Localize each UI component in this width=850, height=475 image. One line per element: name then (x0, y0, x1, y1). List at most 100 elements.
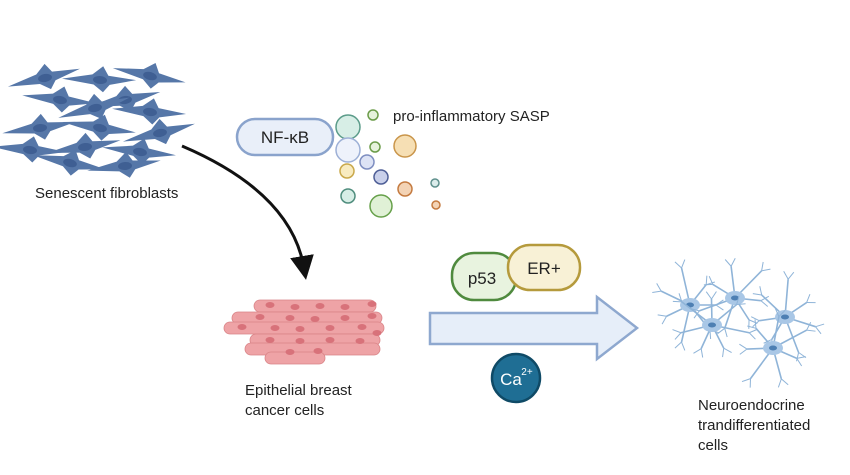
sasp-particle (335, 114, 361, 140)
epithelial-cell-row (264, 351, 326, 365)
epithelial-nucleus (255, 314, 265, 320)
dendrite-branch (748, 319, 758, 324)
epithelial-nucleus (340, 315, 350, 321)
epithelial-nucleus (310, 316, 320, 322)
dendrite-branch (715, 304, 724, 311)
dendrite-branch (761, 261, 764, 271)
neuroendocrine-cell (739, 308, 816, 388)
dendrite-branch (700, 348, 704, 358)
sasp-particle (335, 137, 361, 163)
dendrite-branch (774, 308, 780, 317)
dendrite-branch (806, 293, 811, 303)
sasp-particle (393, 134, 417, 158)
epithelial-nucleus (290, 304, 300, 310)
fibroblast-cell (61, 66, 137, 93)
dendrite-branch (748, 332, 756, 340)
dendrite-branch (787, 271, 795, 280)
dendrite-branch (730, 258, 736, 267)
dendrite-branch (674, 261, 682, 269)
dendrite-branch (760, 300, 769, 307)
fibroblast-cell (112, 98, 187, 125)
dendrite-branch (681, 259, 686, 269)
dendrite-branch (806, 321, 812, 331)
fibroblast-cell (0, 136, 67, 163)
neuroendocrine-cell (652, 259, 724, 351)
fibroblast-nucleus (153, 128, 167, 138)
p53-label: p53 (468, 269, 496, 288)
fibroblast-nucleus (33, 123, 47, 133)
epithelial-nucleus (285, 349, 295, 355)
calcium-ion: Ca 2+ (490, 352, 542, 404)
dendrite-branch (778, 309, 786, 317)
neuro-nucleus (708, 322, 716, 328)
dendrite-branch (750, 316, 760, 322)
dendrite-branch (796, 352, 800, 362)
fibroblasts-label: Senescent fibroblasts (35, 185, 178, 202)
dendrite-branch (747, 325, 757, 329)
fibroblast-cells-icon (0, 62, 195, 178)
epithelial-nucleus (285, 315, 295, 321)
epithelial-nucleus (372, 330, 382, 336)
sasp-particle (430, 178, 440, 188)
neuroendocrine-cell (690, 258, 771, 338)
dendrite-branch (723, 347, 732, 353)
fibroblast-cell (2, 113, 76, 140)
epithelial-nucleus (295, 338, 305, 344)
dendrite-branch (705, 275, 708, 285)
dendrite-branch (754, 319, 757, 329)
sasp-particle (340, 188, 356, 204)
fibroblast-cell (32, 149, 106, 176)
dendrite-branch (656, 283, 662, 292)
fibroblast-nucleus (38, 73, 52, 83)
nfkb-label: NF-κB (261, 128, 309, 147)
transdifferentiation-arrow (428, 294, 640, 362)
sasp-particle (369, 194, 393, 218)
dendrite-branch (781, 378, 789, 386)
epithelial-nucleus (315, 303, 325, 309)
dendrite-branch (674, 332, 682, 340)
epithelial-nucleus (313, 348, 323, 354)
dendrite-branch (708, 275, 714, 285)
epithelial-nucleus (340, 304, 350, 310)
fibroblast-cell (47, 132, 121, 159)
epithelial-nucleus (367, 313, 377, 319)
epithelial-label-line1: Epithelial breast (245, 382, 353, 399)
epithelial-nucleus (265, 302, 275, 308)
er-badge: ER+ (506, 243, 582, 292)
dendrite-branch (777, 378, 782, 388)
sasp-particle (397, 181, 413, 197)
dendrite-branch (749, 328, 758, 334)
er-label: ER+ (527, 259, 561, 278)
ca-charge: 2+ (521, 367, 533, 378)
neuro-label-line1: Neuroendocrine (698, 397, 805, 414)
epithelial-nucleus (367, 301, 377, 307)
fibroblast-nucleus (63, 158, 77, 168)
epithelial-nucleus (295, 326, 305, 332)
dendrite-branch (741, 378, 751, 383)
dendrite-branch (661, 316, 668, 325)
fibroblast-nucleus (78, 142, 92, 152)
neuro-nucleus (781, 314, 789, 320)
sasp-particle (367, 109, 379, 121)
sasp-label: pro-inflammatory SASP (393, 108, 550, 125)
epithelial-nucleus (325, 337, 335, 343)
neuro-label-line3: cells (698, 437, 728, 454)
dendrite-branch (815, 326, 822, 335)
fibroblast-cell (58, 93, 130, 119)
dendrite-branch (806, 329, 816, 332)
dendrite-branch (739, 348, 748, 355)
fibroblast-cell (62, 114, 136, 141)
fibroblast-cell (22, 86, 96, 113)
sasp-particles-icon (335, 109, 441, 218)
dendrite-branch (815, 323, 825, 328)
neuroendocrine-cells-icon (652, 258, 825, 388)
dendrite-branch (752, 293, 762, 296)
fibroblast-nucleus (53, 95, 67, 105)
dendrite-branch (724, 259, 732, 267)
fibroblast-nucleus (143, 71, 157, 81)
dendrite-branch (657, 314, 667, 317)
fibroblast-nucleus (23, 145, 37, 155)
epithelial-nucleus (270, 325, 280, 331)
fibroblast-cell (87, 151, 161, 178)
epithelial-cells-icon (223, 299, 385, 365)
